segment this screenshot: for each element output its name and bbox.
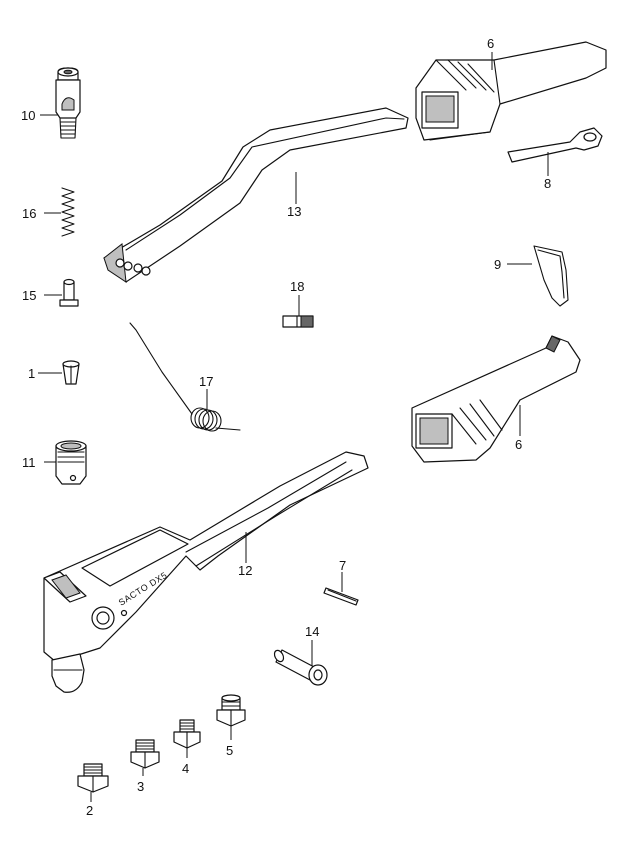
part-10-mandrel-head [55, 67, 81, 139]
callout-5: 5 [226, 743, 233, 758]
callout-4: 4 [182, 761, 189, 776]
callout-17: 17 [199, 374, 213, 389]
part-9-latch [533, 245, 569, 307]
callout-1: 1 [28, 366, 35, 381]
callout-9: 9 [494, 257, 501, 272]
callout-13: 13 [287, 204, 301, 219]
part-15-bushing [59, 278, 79, 307]
callout-6b: 6 [515, 437, 522, 452]
part-6-lower-grip [411, 335, 581, 463]
callout-10: 10 [21, 108, 35, 123]
part-8-wrench [507, 127, 603, 163]
callout-16: 16 [22, 206, 36, 221]
callout-15: 15 [22, 288, 36, 303]
part-18-pin [282, 315, 314, 328]
part-1-jaw [62, 360, 80, 385]
part-3-nosepiece [130, 739, 160, 769]
callout-3: 3 [137, 779, 144, 794]
part-16-spring [61, 187, 75, 237]
part-4-nosepiece [173, 719, 201, 749]
part-5-nosepiece [216, 694, 246, 727]
callout-11: 11 [22, 455, 36, 470]
part-17-torsion-spring [129, 322, 241, 432]
callout-18: 18 [290, 279, 304, 294]
part-14-pivot-pin [273, 649, 328, 686]
callout-2: 2 [86, 803, 93, 818]
part-6-upper-grip [415, 41, 607, 141]
callout-14: 14 [305, 624, 319, 639]
part-11-sleeve [55, 440, 87, 485]
callout-12: 12 [238, 563, 252, 578]
callout-7: 7 [339, 558, 346, 573]
callout-8: 8 [544, 176, 551, 191]
part-13-upper-handle [103, 107, 409, 284]
part-7-roll-pin [323, 587, 359, 606]
part-2-nosepiece [77, 763, 109, 793]
callout-6a: 6 [487, 36, 494, 51]
part-12-main-body: SACTO DX5 [43, 451, 369, 693]
